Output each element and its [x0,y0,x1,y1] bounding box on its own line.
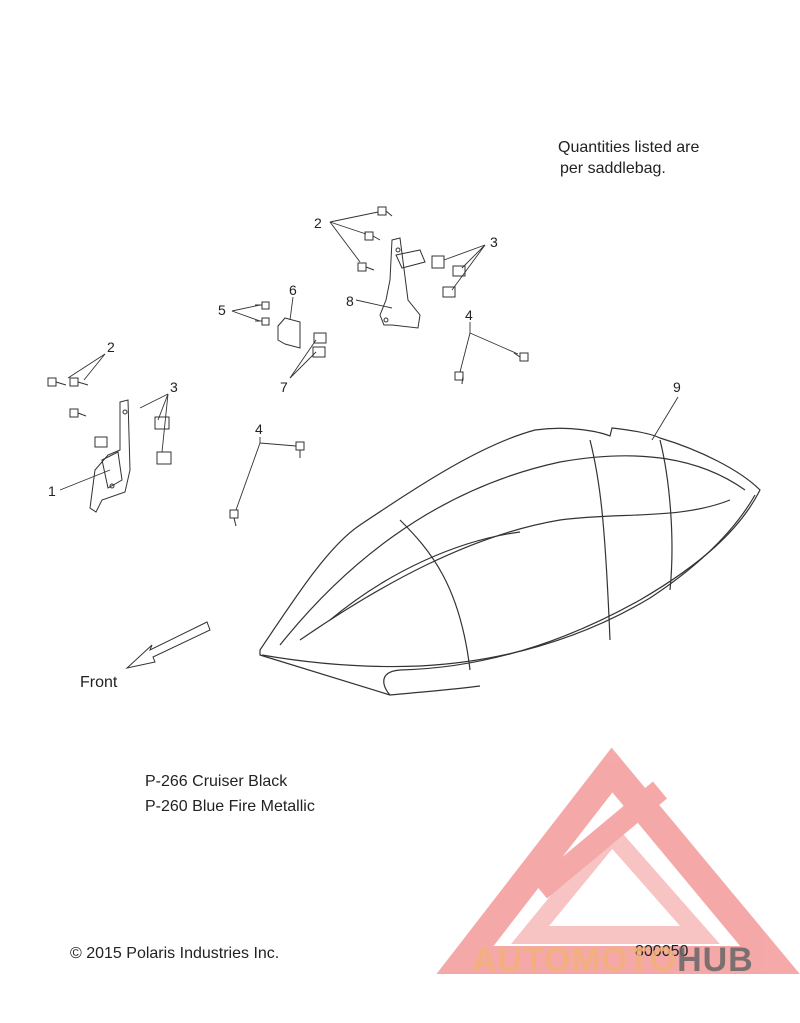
callout-1: 1 [48,483,56,499]
callout-7: 7 [280,379,288,395]
callout-5: 5 [218,302,226,318]
quantity-note-line2: per saddlebag. [560,160,666,177]
color-code-line2: P-260 Blue Fire Metallic [145,798,315,815]
watermark-logo-icon [436,747,800,974]
bracket-upper [379,237,426,329]
leader-lines [59,211,679,511]
saddlebag-outline [259,427,761,696]
callout-4-upper: 4 [465,307,473,323]
callout-4-lower: 4 [255,421,263,437]
watermark-text-part2: HUB [677,941,754,979]
callout-9: 9 [673,379,681,395]
callout-2-left: 2 [107,339,115,355]
u-clip [277,317,301,349]
callout-6: 6 [289,282,297,298]
watermark-text-part1: AUTOMOTO [472,941,678,979]
callout-3-left: 3 [170,379,178,395]
color-code-line1: P-266 Cruiser Black [145,773,288,790]
fasteners [47,206,529,527]
figure-number: 800050 [635,943,689,960]
front-label: Front [80,674,118,691]
watermark-text: AUTOMOTOHUB [472,940,754,980]
callout-8: 8 [346,293,354,309]
quantity-note-line1: Quantities listed are [558,139,700,156]
front-arrow-icon [125,621,211,669]
callout-2-upper: 2 [314,215,322,231]
clip-nuts [94,255,466,465]
copyright-text: © 2015 Polaris Industries Inc. [70,945,280,962]
callout-numbers: 1 2 3 2 3 4 4 5 6 7 8 9 [48,215,681,499]
callout-3-upper: 3 [490,234,498,250]
bracket-left [89,399,131,513]
